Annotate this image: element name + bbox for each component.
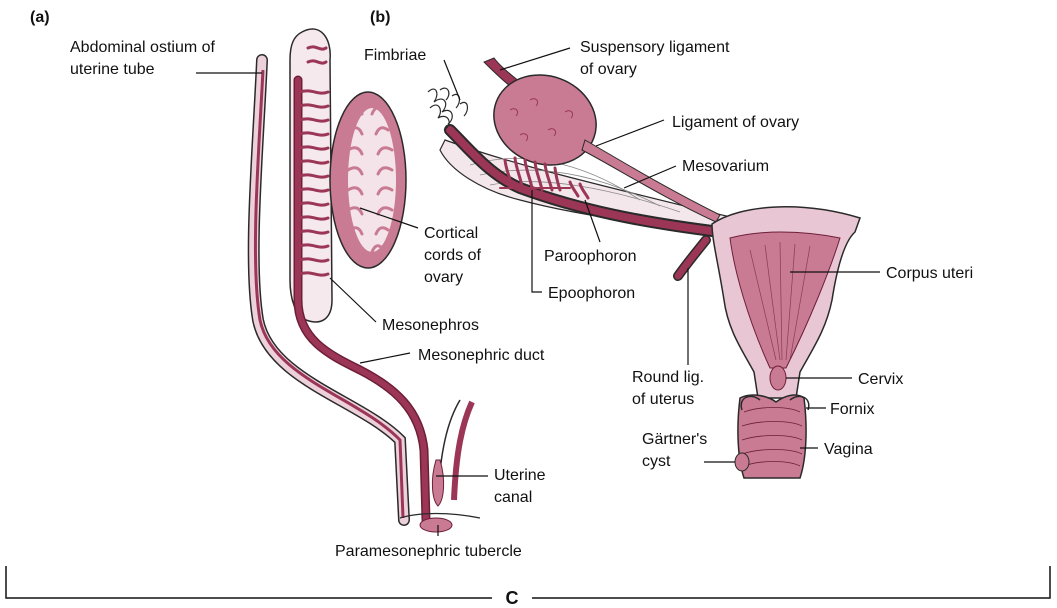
label-paramesonephric-tubercle: Paramesonephric tubercle xyxy=(335,543,522,560)
label-ligament-of-ovary: Ligament of ovary xyxy=(672,114,799,131)
ovary-a xyxy=(330,92,406,268)
panel-a-tag: (a) xyxy=(30,9,50,26)
label-paroophoron: Paroophoron xyxy=(544,248,637,265)
label-mesonephros: Mesonephros xyxy=(382,317,479,334)
label-cortical-cords: Cortical cords of ovary xyxy=(424,225,485,286)
gartners-cyst-shape xyxy=(735,453,749,471)
label-gartners-cyst: Gärtner's cyst xyxy=(642,431,712,470)
label-fornix: Fornix xyxy=(830,401,874,418)
label-cervix: Cervix xyxy=(858,371,903,388)
bracket-label: C xyxy=(506,588,519,608)
label-abdominal-ostium: Abdominal ostium of uterine tube xyxy=(70,39,219,78)
bottom-bracket xyxy=(6,566,1050,598)
label-fimbriae: Fimbriae xyxy=(364,47,426,64)
fimbriae-shape xyxy=(428,88,467,130)
label-mesovarium: Mesovarium xyxy=(682,158,769,175)
label-vagina: Vagina xyxy=(824,441,873,458)
label-mesonephric-duct: Mesonephric duct xyxy=(418,347,545,364)
label-epoophoron: Epoophoron xyxy=(548,285,635,302)
label-uterine-canal: Uterine canal xyxy=(494,467,550,506)
panel-b-tag: (b) xyxy=(370,9,390,26)
uterus xyxy=(712,207,860,398)
label-suspensory-ligament: Suspensory ligament of ovary xyxy=(580,39,734,78)
label-round-ligament: Round lig. of uterus xyxy=(632,369,709,408)
mesovarium-sheet xyxy=(440,140,735,232)
label-corpus-uteri: Corpus uteri xyxy=(886,265,973,282)
